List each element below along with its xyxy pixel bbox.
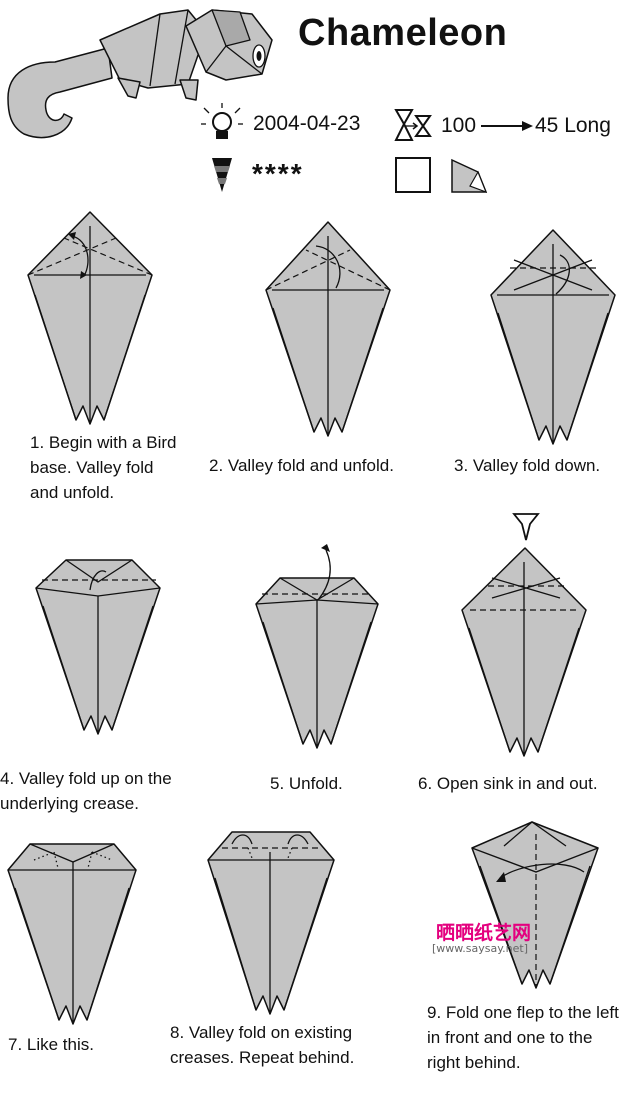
page-title: Chameleon [298, 12, 508, 54]
step-7-caption: 7. Like this. [8, 1035, 94, 1054]
date-text: 2004-04-23 [253, 112, 361, 135]
size-from: 100 [441, 114, 477, 137]
step-3-caption: 3. Valley fold down. [454, 456, 601, 475]
watermark-url: [www.saysay.net] [432, 942, 529, 955]
step-9-caption: 9. Fold one flep to the left in front an… [427, 1003, 619, 1072]
difficulty-stars: **** [252, 158, 304, 189]
watermark-logo: 晒晒纸艺网 [436, 922, 532, 944]
step-1-caption: 1. Begin with a Bird base. Valley fold a… [30, 433, 177, 502]
step-8-caption: 8. Valley fold on existing creases. Repe… [170, 1023, 355, 1067]
step-5-caption: 5. Unfold. [270, 774, 343, 793]
step-6-caption: 6. Open sink in and out. [418, 774, 598, 793]
step-2-caption: 2. Valley fold and unfold. [209, 456, 394, 475]
step-4-caption: 4. Valley fold up on the underlying crea… [0, 769, 172, 813]
size-to: 45 Long [535, 114, 611, 137]
